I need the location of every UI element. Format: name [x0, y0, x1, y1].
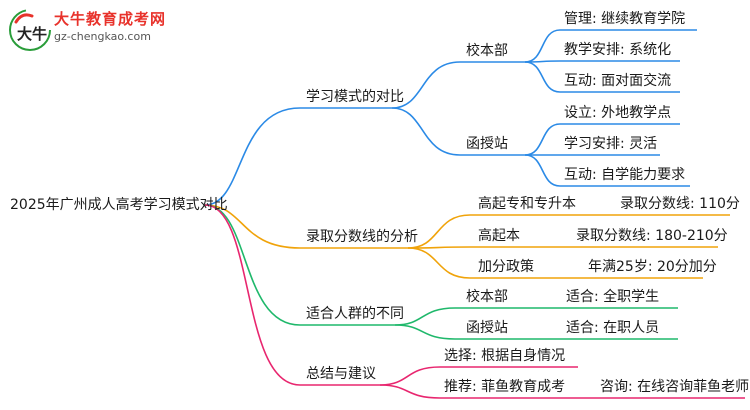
connector-b3-child-1	[394, 307, 545, 326]
connector-root-to-branch-2	[204, 204, 408, 249]
connector-b4-child-2	[379, 384, 590, 399]
branch-1-connectors	[204, 29, 697, 206]
b1-c1-item-1: 管理: 继续教育学院	[564, 11, 686, 27]
b3-child-1-value: 适合: 全职学生	[566, 289, 660, 305]
connector-b2-child-2	[407, 246, 530, 249]
b2-child-3-value: 年满25岁: 20分加分	[588, 259, 717, 275]
connector-hanshouzhan-leaf-3	[524, 154, 690, 187]
b2-child-2-label: 高起本	[478, 228, 520, 244]
b3-child-2-value: 适合: 在职人员	[566, 320, 660, 336]
connector-xiaobenbu-leaf-2	[524, 60, 680, 63]
connector-xiaobenbu-leaf-3	[524, 61, 680, 93]
branch-3-connectors	[204, 204, 678, 340]
b3-child-1-label: 校本部	[466, 289, 508, 305]
bull-logo-icon: 大牛	[9, 9, 51, 51]
logo-url: gz-chengkao.com	[54, 30, 151, 43]
connector-b4-child-1	[379, 366, 578, 386]
b1-c2-item-3: 互动: 自学能力要求	[564, 167, 686, 183]
b2-child-1-label: 高起专和专升本	[478, 196, 576, 212]
connector-b1-to-xiaobenbu	[391, 61, 525, 109]
branch-4-label: 总结与建议	[306, 366, 376, 382]
branch-4-connectors	[204, 204, 745, 399]
b4-child-2-label: 推荐: 菲鱼教育成考	[444, 379, 566, 395]
branch-2-label: 录取分数线的分析	[306, 229, 418, 245]
b1-c1-item-3: 互动: 面对面交流	[564, 73, 672, 89]
connector-root-to-branch-3	[204, 204, 395, 326]
branch-2-connectors	[204, 204, 730, 279]
b4-child-1-label: 选择: 根据自身情况	[444, 348, 566, 364]
branch-3-label: 适合人群的不同	[306, 306, 404, 322]
site-logo[interactable]: 大牛 大牛教育成考网 gz-chengkao.com	[8, 8, 168, 52]
connector-b2-child-3	[407, 247, 555, 279]
connector-b3-child-2	[394, 324, 545, 340]
connector-b2-child-1	[407, 214, 570, 249]
b1-child-2-label: 函授站	[466, 136, 508, 152]
logo-title: 大牛教育成考网	[54, 10, 167, 28]
connector-root-to-branch-1	[204, 107, 392, 206]
b3-child-2-label: 函授站	[466, 320, 508, 336]
b2-child-2-value: 录取分数线: 180-210分	[576, 228, 728, 244]
logo-mark-text: 大牛	[17, 25, 47, 43]
b2-child-1-value: 录取分数线: 110分	[620, 196, 740, 212]
b1-c1-item-2: 教学安排: 系统化	[564, 42, 672, 58]
connector-hanshouzhan-leaf-1	[524, 123, 680, 156]
b1-c2-item-2: 学习安排: 灵活	[564, 136, 658, 152]
b1-c2-item-1: 设立: 外地教学点	[564, 105, 672, 121]
connector-b1-to-hanshouzhan	[391, 107, 525, 156]
b2-child-3-label: 加分政策	[478, 259, 534, 275]
connector-xiaobenbu-leaf-1	[524, 29, 697, 63]
connector-root-to-branch-4	[204, 204, 380, 386]
mindmap-root: 2025年广州成人高考学习模式对比	[10, 197, 228, 213]
b4-child-2-value: 咨询: 在线咨询菲鱼老师	[600, 379, 750, 395]
branch-1-label: 学习模式的对比	[306, 89, 404, 105]
b1-child-1-label: 校本部	[466, 43, 508, 59]
